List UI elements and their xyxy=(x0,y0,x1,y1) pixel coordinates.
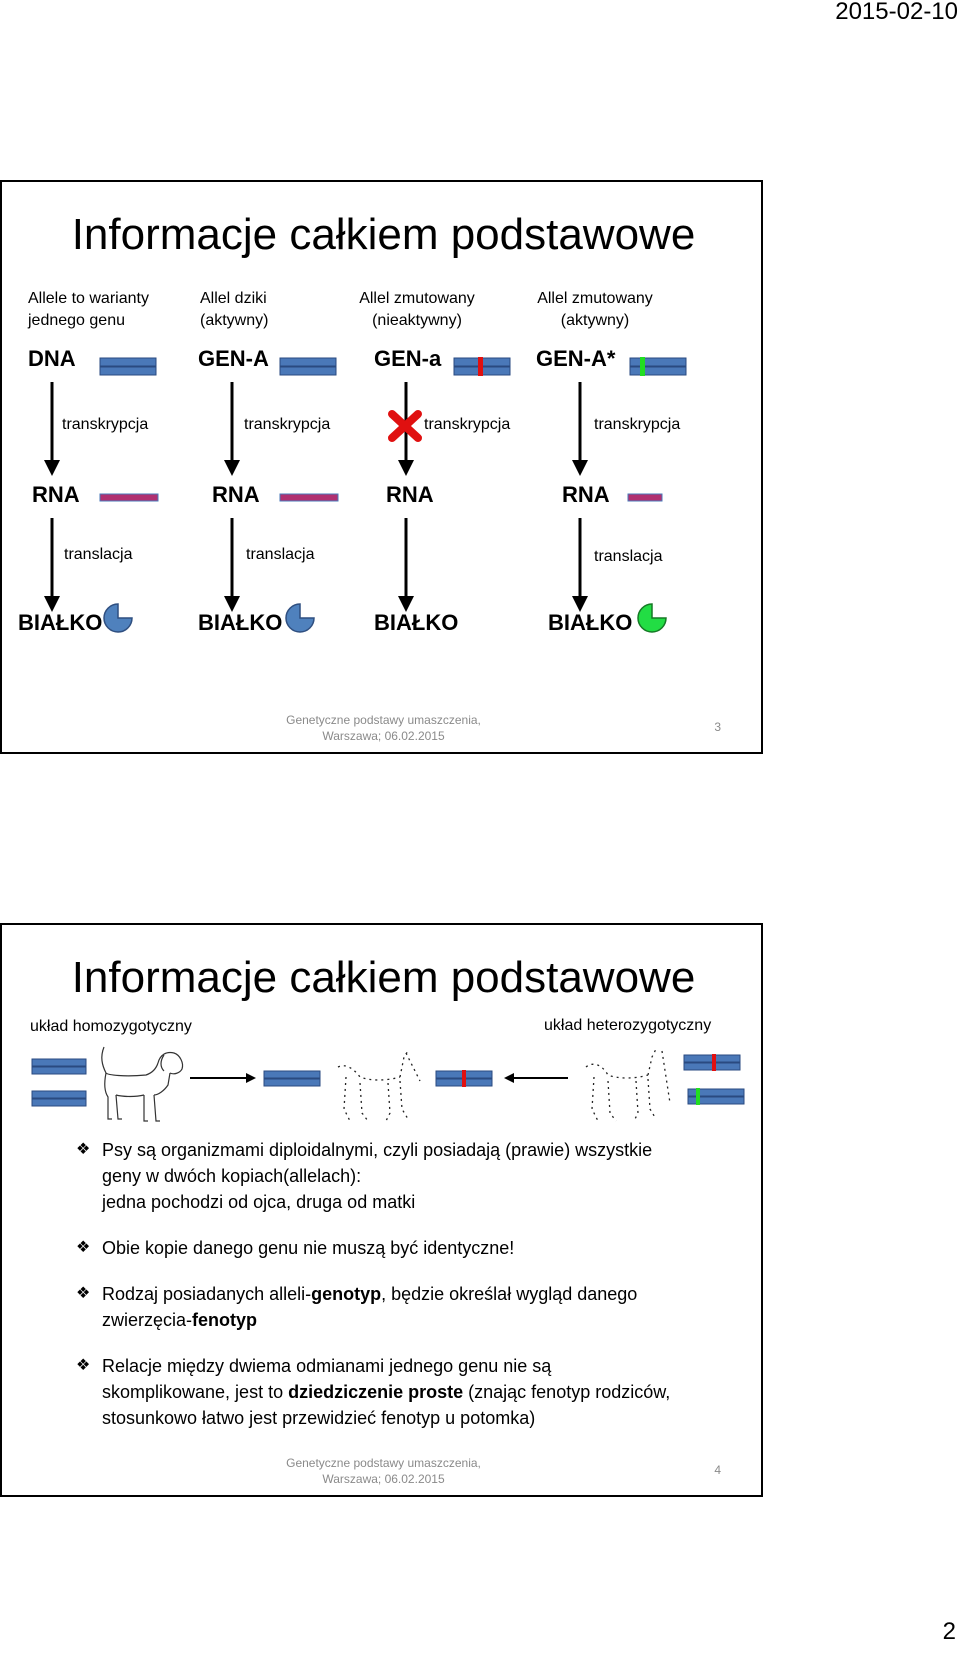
chromosome-pair-mutant-icon xyxy=(683,1054,741,1071)
chromosome-pair-icon xyxy=(31,1090,87,1107)
protein-label: BIAŁKO xyxy=(548,610,633,635)
rna-label: RNA xyxy=(562,482,610,507)
chromosome-pair-icon xyxy=(31,1058,87,1075)
heterozygous-label: układ heterozygotyczny xyxy=(544,1017,712,1034)
translation-label: translacja xyxy=(246,546,315,563)
diamond-bullet-icon: ❖ xyxy=(76,1239,91,1256)
diamond-bullet-icon: ❖ xyxy=(76,1357,91,1374)
transcription-label: transkrypcja xyxy=(244,416,331,433)
protein-label: BIAŁKO xyxy=(374,610,459,635)
translation-arrow-icon xyxy=(572,518,588,612)
protein-pacman-icon xyxy=(103,603,133,633)
diamond-bullet-icon: ❖ xyxy=(76,1141,91,1158)
slide-footer: Genetyczne podstawy umaszczenia,Warszawa… xyxy=(286,713,481,743)
rna-label: RNA xyxy=(212,482,260,507)
diamond-bullet-icon: ❖ xyxy=(76,1285,91,1302)
list-item: ❖ Relacje między dwiema odmianami jedneg… xyxy=(76,1353,734,1431)
slide-4: Informacje całkiem podstawowe układ homo… xyxy=(0,923,763,1497)
gen-a-star-bar-icon xyxy=(629,357,687,376)
gene-label-gen-a-star: GEN-A* xyxy=(536,346,616,371)
chromosome-pair-mutant-icon xyxy=(435,1070,493,1087)
translation-arrow-icon xyxy=(398,518,414,612)
translation-label: translacja xyxy=(594,548,663,565)
gene-label-gen-a-mutant: GEN-a xyxy=(374,346,442,371)
arrow-left-icon xyxy=(504,1073,568,1083)
protein-pacman-icon xyxy=(285,603,315,633)
transcription-arrow-icon xyxy=(572,382,588,476)
rna-strand-short-icon xyxy=(627,493,663,502)
dna-bar-icon xyxy=(99,357,157,376)
transcription-label: transkrypcja xyxy=(424,416,511,433)
slide-footer: Genetyczne podstawy umaszczenia,Warszawa… xyxy=(286,1456,481,1486)
slide-title: Informacje całkiem podstawowe xyxy=(71,210,696,259)
transcription-arrow-icon xyxy=(44,382,60,476)
rna-label: RNA xyxy=(32,482,80,507)
slide-3: Informacje całkiem podstawowe Allele to … xyxy=(0,180,763,754)
page-date: 2015-02-10 xyxy=(835,0,958,25)
translation-label: translacja xyxy=(64,546,133,563)
slide-number: 3 xyxy=(714,720,721,734)
protein-label: BIAŁKO xyxy=(18,610,103,635)
dog-outline-icon xyxy=(101,1046,184,1122)
transcription-label: transkrypcja xyxy=(62,416,149,433)
chromosome-pair-mutant-green-icon xyxy=(687,1088,745,1105)
dog-sketch-icon xyxy=(585,1048,671,1122)
dog-sketch-icon xyxy=(337,1050,421,1122)
transcription-arrow-icon xyxy=(224,382,240,476)
transcription-label: transkrypcja xyxy=(594,416,681,433)
list-item: ❖ Obie kopie danego genu nie muszą być i… xyxy=(76,1235,734,1261)
chromosome-pair-icon xyxy=(263,1070,321,1087)
gene-label-dna: DNA xyxy=(28,346,76,371)
blocked-cross-icon xyxy=(388,410,422,442)
protein-active-green-icon xyxy=(637,603,667,633)
gene-label-gen-a: GEN-A xyxy=(198,346,269,371)
page-number: 2 xyxy=(942,1618,956,1645)
homozygous-label: układ homozygotyczny xyxy=(30,1018,192,1035)
bullet-list: ❖ Psy są organizmami diploidalnymi, czyl… xyxy=(76,1137,734,1451)
arrow-right-icon xyxy=(190,1073,256,1083)
gen-a-bar-icon xyxy=(279,357,337,376)
column-header-active-mutant: Allel zmutowany(aktywny) xyxy=(537,290,653,329)
list-item: ❖ Psy są organizmami diploidalnymi, czyl… xyxy=(76,1137,734,1215)
protein-label: BIAŁKO xyxy=(198,610,283,635)
translation-arrow-icon xyxy=(44,518,60,612)
rna-label: RNA xyxy=(386,482,434,507)
rna-strand-icon xyxy=(279,493,339,502)
column-header-inactive: Allel zmutowany(nieaktywny) xyxy=(359,290,475,329)
slide-number: 4 xyxy=(714,1463,721,1477)
gen-a-mutant-bar-icon xyxy=(453,357,511,376)
column-header-wild: Allel dziki(aktywny) xyxy=(200,290,269,329)
list-item: ❖ Rodzaj posiadanych alleli-genotyp, będ… xyxy=(76,1281,734,1333)
translation-arrow-icon xyxy=(224,518,240,612)
slide-title: Informacje całkiem podstawowe xyxy=(71,953,696,1002)
rna-strand-icon xyxy=(99,493,159,502)
